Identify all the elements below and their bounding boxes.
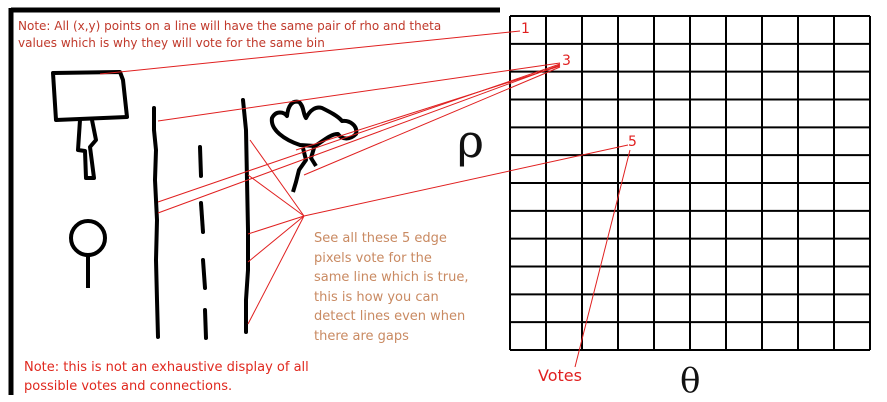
- vote-count-1: 1: [521, 21, 530, 37]
- lane-lines: [152, 98, 250, 340]
- votes-label: Votes: [538, 366, 582, 385]
- rho-axis-symbol: ρ: [457, 114, 485, 168]
- theta-axis-symbol: θ: [680, 361, 701, 401]
- signpost-sketch: [51, 70, 129, 180]
- accumulator-grid: [509, 15, 871, 351]
- vote-count-3: 3: [562, 53, 571, 69]
- vote-lines: [99, 30, 631, 368]
- note-same-rho-theta: Note: All (x,y) points on a line will ha…: [18, 19, 442, 50]
- vote-count-5: 5: [628, 134, 637, 150]
- image-frame: [8, 7, 500, 395]
- tree-sketch: [269, 99, 359, 193]
- dashed-lane: [198, 145, 208, 340]
- round-sign-sketch: [69, 219, 107, 288]
- note-not-exhaustive: Note: this is not an exhaustive display …: [24, 360, 309, 394]
- explanation-text: See all these 5 edge pixels vote for the…: [314, 231, 469, 344]
